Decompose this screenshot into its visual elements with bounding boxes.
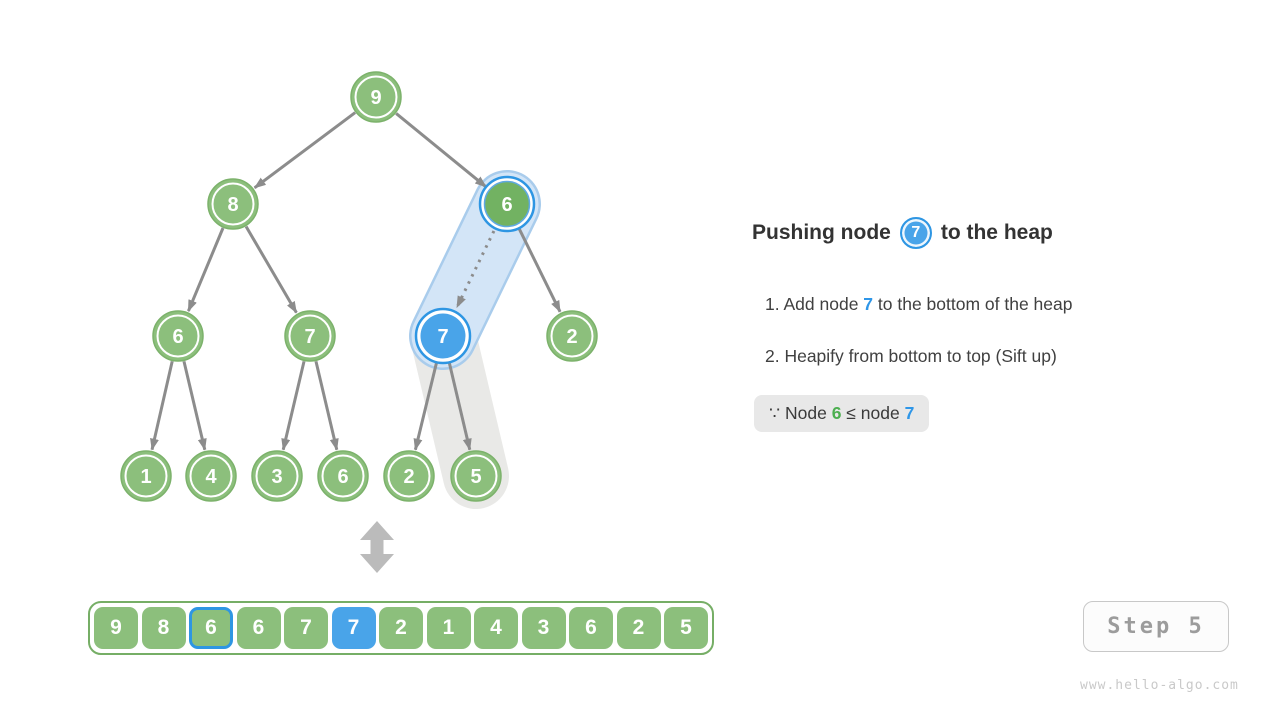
tree-edge xyxy=(186,227,225,313)
array-cell-8: 4 xyxy=(474,607,518,649)
tree-edge xyxy=(447,360,472,451)
tree-edge xyxy=(244,225,298,314)
array-cell-11: 2 xyxy=(616,607,661,649)
tree-node-6: 6 xyxy=(478,175,536,233)
tree-node-9: 9 xyxy=(350,71,402,123)
array-cell-10: 6 xyxy=(569,607,613,649)
node-7-badge-icon: 7 xyxy=(899,217,932,249)
tree-edge xyxy=(314,360,339,451)
tree-node-1: 1 xyxy=(120,450,172,502)
tree-node-2: 2 xyxy=(546,310,598,362)
tree-node-4: 4 xyxy=(185,450,237,502)
tree-node-6: 6 xyxy=(152,310,204,362)
svg-text:7: 7 xyxy=(437,326,448,348)
instruction-step-2: 2. Heapify from bottom to top (Sift up) xyxy=(765,346,1057,366)
svg-text:7: 7 xyxy=(304,326,315,348)
array-cell-12: 5 xyxy=(664,607,708,649)
array-cell-2: 6 xyxy=(189,607,233,649)
tree-node-3: 3 xyxy=(251,450,303,502)
instruction-step-1: 1. Add node 7 to the bottom of the heap xyxy=(765,294,1073,314)
array-cell-6: 2 xyxy=(379,607,423,649)
tree-node-7: 7 xyxy=(414,307,472,365)
svg-text:9: 9 xyxy=(370,87,381,109)
svg-text:6: 6 xyxy=(172,326,183,348)
svg-text:2: 2 xyxy=(566,326,577,348)
heap-tree-canvas: 9 8 6 6 7 7 2 1 4 3 6 2 5 xyxy=(120,71,598,573)
array-cell-4: 7 xyxy=(284,607,328,649)
tree-node-6: 6 xyxy=(317,450,369,502)
watermark: www.hello-algo.com xyxy=(1080,678,1239,693)
array-cell-9: 3 xyxy=(521,607,566,649)
tree-edge xyxy=(517,226,562,313)
svg-text:8: 8 xyxy=(227,194,238,216)
tree-edges xyxy=(150,111,562,451)
comparison-note: ∵ Node 6 ≤ node 7 xyxy=(754,395,930,432)
array-cell-1: 8 xyxy=(141,607,186,649)
tree-edge xyxy=(281,360,306,451)
tree-edge xyxy=(182,360,207,451)
tree-edge xyxy=(395,112,488,189)
tree-nodes: 9 8 6 6 7 7 2 1 4 3 6 2 5 xyxy=(120,71,598,502)
tree-edge xyxy=(413,360,439,451)
tree-node-2: 2 xyxy=(383,450,435,502)
tree-array-swap-icon xyxy=(360,521,394,573)
tree-edge xyxy=(150,361,174,451)
svg-text:1: 1 xyxy=(140,466,151,488)
svg-text:4: 4 xyxy=(205,466,217,488)
tree-edge xyxy=(253,111,357,190)
array-cell-5: 7 xyxy=(331,607,376,649)
svg-text:2: 2 xyxy=(403,466,414,488)
svg-text:6: 6 xyxy=(501,194,512,216)
array-cell-7: 1 xyxy=(426,607,471,649)
tree-node-5: 5 xyxy=(450,450,502,502)
tree-node-8: 8 xyxy=(207,178,259,230)
array-cell-0: 9 xyxy=(94,607,138,649)
svg-text:3: 3 xyxy=(271,466,282,488)
svg-text:5: 5 xyxy=(470,466,481,488)
svg-text:6: 6 xyxy=(337,466,348,488)
sift-up-dotted-arrow xyxy=(455,230,496,309)
tree-node-7: 7 xyxy=(284,310,336,362)
step-counter-button[interactable]: Step 5 xyxy=(1083,601,1229,652)
array-cell-3: 6 xyxy=(236,607,281,649)
